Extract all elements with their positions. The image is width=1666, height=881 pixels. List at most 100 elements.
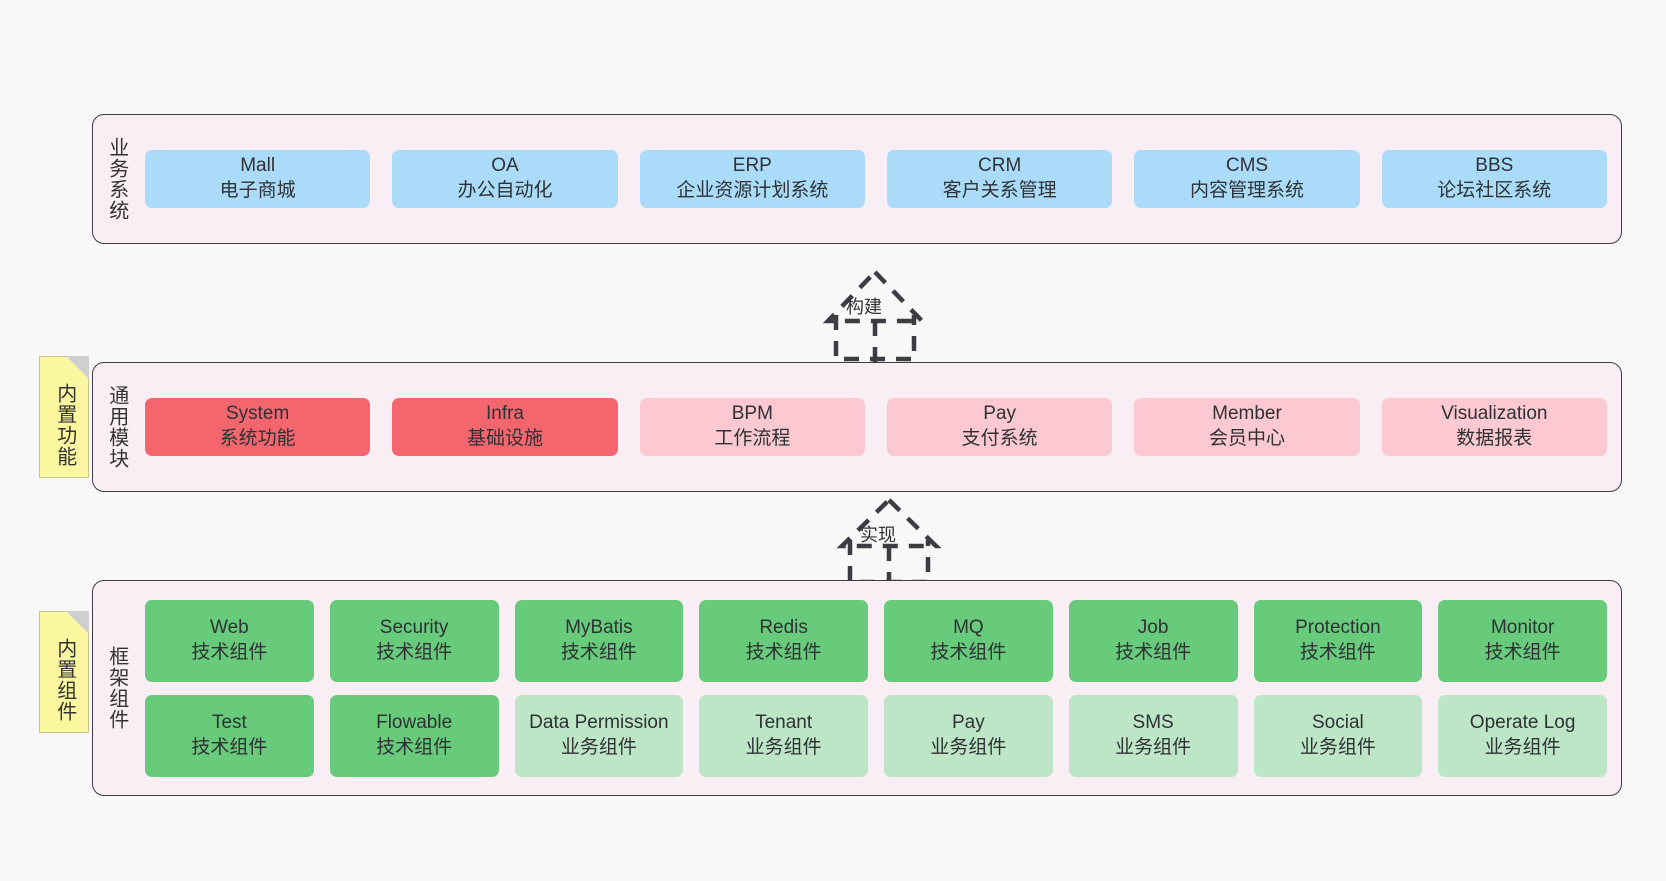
node-bpm[interactable]: BPM 工作流程 [639, 398, 865, 456]
node-mall[interactable]: Mall 电子商城 [145, 150, 371, 208]
node-title: Test [211, 711, 247, 733]
node-title: Job [1137, 616, 1169, 638]
node-mybatis[interactable]: MyBatis 技术组件 [514, 599, 684, 682]
node-subtitle: 基础设施 [466, 428, 543, 449]
layer-framework-component: 框架组件 Web 技术组件 Security 技术组件 MyBatis 技术组件… [92, 580, 1622, 796]
layer-body-business-system: Mall 电子商城 OA 办公自动化 ERP 企业资源计划系统 CRM 客户关系… [139, 115, 1621, 243]
node-title: MQ [953, 616, 984, 638]
node-title: Mall [240, 155, 276, 177]
layer-title-common-module: 通用模块 [105, 385, 128, 469]
node-web[interactable]: Web 技术组件 [145, 599, 314, 682]
node-tenant[interactable]: Tenant 业务组件 [699, 694, 868, 777]
node-member[interactable]: Member 会员中心 [1134, 398, 1360, 456]
node-subtitle: 技术组件 [1484, 641, 1561, 663]
node-subtitle: 技术组件 [1299, 641, 1376, 663]
node-subtitle: 论坛社区系统 [1437, 180, 1552, 201]
node-title: CMS [1225, 155, 1269, 177]
node-pay-component[interactable]: Pay 业务组件 [884, 694, 1053, 777]
node-subtitle: 业务组件 [745, 736, 822, 758]
node-title: Pay [983, 403, 1017, 425]
node-title: Tenant [755, 711, 813, 733]
layer-body-common-module: System 系统功能 Infra 基础设施 BPM 工作流程 Pay 支付系统… [139, 363, 1621, 491]
node-subtitle: 电子商城 [219, 180, 296, 201]
node-subtitle: 技术组件 [930, 641, 1007, 663]
note-fold-corner-icon [66, 356, 89, 379]
node-mq[interactable]: MQ 技术组件 [884, 599, 1053, 682]
node-title: SMS [1132, 711, 1174, 733]
node-row: Web 技术组件 Security 技术组件 MyBatis 技术组件 Redi… [145, 599, 1607, 682]
connector-build-stub [833, 315, 917, 362]
layer-body-framework-component: Web 技术组件 Security 技术组件 MyBatis 技术组件 Redi… [139, 581, 1621, 795]
node-visualization[interactable]: Visualization 数据报表 [1381, 398, 1607, 456]
node-bbs[interactable]: BBS 论坛社区系统 [1381, 150, 1607, 208]
node-monitor[interactable]: Monitor 技术组件 [1438, 599, 1607, 682]
node-protection[interactable]: Protection 技术组件 [1253, 599, 1423, 682]
node-title: Infra [485, 403, 524, 425]
connector-label-implement: 实现 [860, 525, 896, 545]
node-title: Protection [1295, 616, 1381, 638]
note-builtin-function: 内置功能 [39, 356, 89, 478]
node-subtitle: 技术组件 [376, 736, 453, 758]
node-subtitle: 系统功能 [219, 428, 296, 449]
note-fold-corner-icon [66, 611, 89, 634]
layer-business-system: 业务系统 Mall 电子商城 OA 办公自动化 ERP 企业资源计划系统 CRM… [92, 114, 1622, 244]
node-subtitle: 技术组件 [191, 641, 268, 663]
node-title: Flowable [376, 711, 453, 733]
node-infra[interactable]: Infra 基础设施 [392, 398, 618, 456]
note-text: 内置组件 [53, 638, 76, 722]
node-title: CRM [978, 155, 1022, 177]
node-subtitle: 业务组件 [560, 736, 637, 758]
node-subtitle: 技术组件 [1115, 641, 1192, 663]
node-subtitle: 业务组件 [1299, 736, 1376, 758]
node-title: Data Permission [529, 711, 669, 733]
node-pay-module[interactable]: Pay 支付系统 [886, 398, 1113, 456]
node-cms[interactable]: CMS 内容管理系统 [1134, 150, 1360, 208]
node-security[interactable]: Security 技术组件 [329, 599, 499, 682]
node-title: Web [210, 616, 249, 638]
node-subtitle: 工作流程 [714, 428, 791, 449]
node-subtitle: 业务组件 [930, 736, 1007, 758]
node-row: Test 技术组件 Flowable 技术组件 Data Permission … [145, 694, 1607, 777]
layer-title-business-system: 业务系统 [105, 137, 128, 221]
node-row: System 系统功能 Infra 基础设施 BPM 工作流程 Pay 支付系统… [145, 398, 1607, 456]
node-data-permission[interactable]: Data Permission 业务组件 [514, 694, 684, 777]
node-title: BBS [1475, 155, 1514, 177]
layer-title-framework-component: 框架组件 [105, 646, 128, 730]
node-social[interactable]: Social 业务组件 [1253, 694, 1423, 777]
node-subtitle: 会员中心 [1208, 428, 1285, 449]
node-system[interactable]: System 系统功能 [145, 398, 371, 456]
node-oa[interactable]: OA 办公自动化 [392, 150, 618, 208]
node-title: Member [1212, 403, 1282, 425]
node-subtitle: 数据报表 [1456, 428, 1533, 449]
node-title: Pay [952, 711, 985, 733]
layer-common-module: 通用模块 System 系统功能 Infra 基础设施 BPM 工作流程 Pay… [92, 362, 1622, 492]
note-text: 内置功能 [53, 383, 76, 467]
node-subtitle: 支付系统 [961, 428, 1038, 449]
node-title: Security [379, 616, 449, 638]
node-flowable[interactable]: Flowable 技术组件 [329, 694, 499, 777]
node-test[interactable]: Test 技术组件 [145, 694, 314, 777]
node-subtitle: 内容管理系统 [1189, 180, 1304, 201]
node-subtitle: 技术组件 [560, 641, 637, 663]
connector-label-build: 构建 [846, 297, 882, 317]
node-subtitle: 业务组件 [1115, 736, 1192, 758]
node-title: ERP [732, 155, 772, 177]
node-sms[interactable]: SMS 业务组件 [1068, 694, 1238, 777]
node-operate-log[interactable]: Operate Log 业务组件 [1438, 694, 1607, 777]
node-title: MyBatis [565, 616, 633, 638]
node-row: Mall 电子商城 OA 办公自动化 ERP 企业资源计划系统 CRM 客户关系… [145, 150, 1607, 208]
node-subtitle: 技术组件 [191, 736, 268, 758]
node-subtitle: 技术组件 [376, 641, 453, 663]
node-redis[interactable]: Redis 技术组件 [699, 599, 868, 682]
node-crm[interactable]: CRM 客户关系管理 [886, 150, 1113, 208]
note-builtin-component: 内置组件 [39, 611, 89, 733]
node-title: Social [1312, 711, 1364, 733]
node-erp[interactable]: ERP 企业资源计划系统 [639, 150, 865, 208]
node-title: BPM [731, 403, 773, 425]
node-title: OA [491, 155, 519, 177]
node-title: Operate Log [1469, 711, 1576, 733]
node-subtitle: 技术组件 [745, 641, 822, 663]
node-job[interactable]: Job 技术组件 [1068, 599, 1238, 682]
node-subtitle: 企业资源计划系统 [676, 180, 829, 201]
